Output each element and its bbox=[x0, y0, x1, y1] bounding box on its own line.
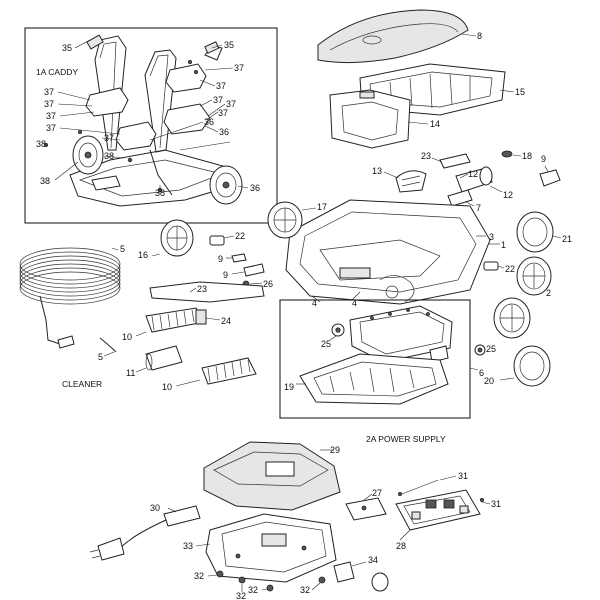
cleaner-bottom-section bbox=[279, 299, 486, 419]
part-label: 4 bbox=[312, 298, 317, 308]
part-label: 4 bbox=[352, 298, 357, 308]
part-label: 37 bbox=[44, 99, 54, 109]
part-label: 23 bbox=[421, 151, 431, 161]
caddy-section-title: 1A CADDY bbox=[36, 67, 78, 77]
part-label: 31 bbox=[491, 499, 501, 509]
part-label: 12 bbox=[503, 190, 513, 200]
part-label: 21 bbox=[562, 234, 572, 244]
power-supply-labels: 29 31 31 27 30 28 33 34 32 32 32 32 bbox=[150, 445, 501, 600]
part-label: 34 bbox=[368, 555, 378, 565]
part-label: 36 bbox=[219, 127, 229, 137]
part-label: 37 bbox=[46, 111, 56, 121]
part-label: 13 bbox=[372, 166, 382, 176]
cleaner-section-title: CLEANER bbox=[62, 379, 102, 389]
part-label: 27 bbox=[372, 488, 382, 498]
caddy-section: 1A CADDY 35 35 37 37 37 37 37 37 37 37 3… bbox=[24, 27, 278, 224]
part-label: 20 bbox=[484, 376, 494, 386]
part-label: 10 bbox=[122, 332, 132, 342]
part-label: 11 bbox=[126, 368, 135, 378]
cleaner-body bbox=[19, 199, 562, 387]
part-label: 18 bbox=[522, 151, 532, 161]
part-label: 23 bbox=[197, 284, 207, 294]
part-label: 37 bbox=[44, 87, 54, 97]
part-label: 32 bbox=[236, 591, 246, 600]
part-label: 29 bbox=[330, 445, 340, 455]
part-label: 17 bbox=[317, 202, 327, 212]
part-label: 22 bbox=[235, 231, 245, 241]
part-label: 6 bbox=[479, 368, 484, 378]
part-label: 10 bbox=[162, 382, 172, 392]
part-label: 35 bbox=[62, 43, 72, 53]
part-label: 38 bbox=[104, 151, 114, 161]
part-label: 25 bbox=[486, 344, 496, 354]
part-label: 37 bbox=[226, 99, 236, 109]
part-label: 24 bbox=[221, 316, 231, 326]
part-label: 33 bbox=[183, 541, 193, 551]
caddy-leader-lines bbox=[54, 39, 249, 190]
part-label: 35 bbox=[224, 40, 234, 50]
floating-cable bbox=[19, 247, 121, 357]
part-label: 1 bbox=[501, 240, 506, 250]
cleaner-top-parts bbox=[317, 9, 561, 207]
part-label: 28 bbox=[396, 541, 406, 551]
part-label: 37 bbox=[234, 63, 244, 73]
part-label: 22 bbox=[505, 264, 515, 274]
part-label: 25 bbox=[321, 339, 331, 349]
caddy-drawing bbox=[44, 34, 243, 207]
part-label: 8 bbox=[477, 31, 482, 41]
part-label: 37 bbox=[216, 81, 226, 91]
part-label: 31 bbox=[458, 471, 468, 481]
part-label: 2 bbox=[546, 288, 551, 298]
part-label: 37 bbox=[218, 108, 228, 118]
bottom-parts-frame bbox=[279, 299, 471, 419]
part-label: 12 bbox=[468, 169, 478, 179]
part-label: 38 bbox=[155, 188, 165, 198]
cleaner-body-labels: CLEANER 17 3 1 21 5 22 16 9 22 9 26 4 4 … bbox=[62, 202, 572, 392]
part-label: 3 bbox=[489, 232, 494, 242]
power-supply-section: 2A POWER SUPPLY bbox=[89, 434, 491, 592]
part-label: 30 bbox=[150, 503, 160, 513]
part-label: 5 bbox=[98, 352, 103, 362]
part-label: 32 bbox=[248, 585, 258, 595]
part-label: 7 bbox=[476, 203, 481, 213]
caddy-frame bbox=[24, 27, 278, 224]
part-label: 19 bbox=[284, 382, 294, 392]
part-label: 16 bbox=[138, 250, 148, 260]
top-lid bbox=[317, 9, 469, 64]
part-label: 14 bbox=[430, 119, 440, 129]
part-label: 26 bbox=[263, 279, 273, 289]
part-label: 9 bbox=[541, 154, 546, 164]
part-label: 32 bbox=[194, 571, 204, 581]
cleaner-top-labels: 8 15 14 18 9 23 13 12 12 7 bbox=[372, 31, 546, 213]
chassis bbox=[285, 199, 491, 305]
part-label: 9 bbox=[218, 254, 223, 264]
part-label: 37 bbox=[213, 95, 223, 105]
part-label: 37 bbox=[104, 133, 114, 143]
cleaner-bottom-labels: 25 25 6 19 20 bbox=[284, 339, 496, 392]
part-label: 36 bbox=[250, 183, 260, 193]
part-label: 15 bbox=[515, 87, 525, 97]
part-label: 38 bbox=[40, 176, 50, 186]
part-label: 38 bbox=[36, 139, 46, 149]
power-supply-section-title: 2A POWER SUPPLY bbox=[366, 434, 446, 444]
part-label: 37 bbox=[46, 123, 56, 133]
part-label: 32 bbox=[300, 585, 310, 595]
part-label: 5 bbox=[120, 244, 125, 254]
part-label: 9 bbox=[223, 270, 228, 280]
part-label: 36 bbox=[204, 117, 214, 127]
